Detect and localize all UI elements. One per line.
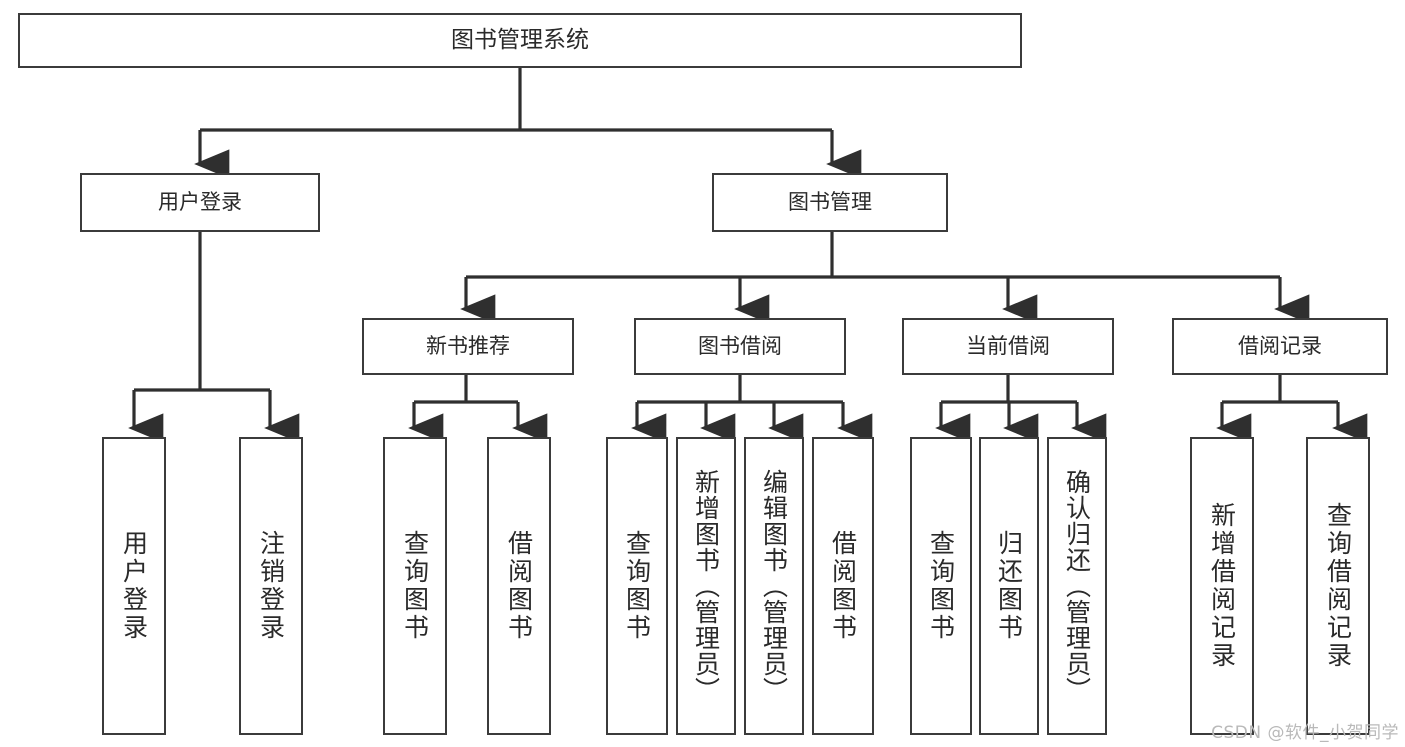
leaf-query-book-recommend[interactable]: 查询图书 bbox=[383, 437, 447, 735]
leaf-borrow-book[interactable]: 借阅图书 bbox=[812, 437, 874, 735]
node-label: 用户登录 bbox=[158, 190, 242, 215]
node-book-management[interactable]: 图书管理 bbox=[712, 173, 948, 232]
node-user-login[interactable]: 用户登录 bbox=[80, 173, 320, 232]
leaf-confirm-return-admin[interactable]: 确认归还（管理员） bbox=[1047, 437, 1107, 735]
node-label: 图书借阅 bbox=[698, 334, 782, 359]
node-book-borrow[interactable]: 图书借阅 bbox=[634, 318, 846, 375]
node-label: 确认归还（管理员） bbox=[1062, 469, 1092, 703]
node-label: 编辑图书（管理员） bbox=[759, 469, 789, 703]
leaf-query-book-borrow[interactable]: 查询图书 bbox=[606, 437, 668, 735]
leaf-user-logout[interactable]: 注销登录 bbox=[239, 437, 303, 735]
node-root-book-management-system[interactable]: 图书管理系统 bbox=[18, 13, 1022, 68]
leaf-borrow-book-recommend[interactable]: 借阅图书 bbox=[487, 437, 551, 735]
leaf-query-book-current[interactable]: 查询图书 bbox=[910, 437, 972, 735]
node-label: 用户登录 bbox=[119, 530, 149, 642]
node-label: 新增图书（管理员） bbox=[691, 469, 721, 703]
node-label: 注销登录 bbox=[256, 530, 286, 642]
node-label: 借阅图书 bbox=[504, 530, 534, 642]
node-label: 归还图书 bbox=[994, 530, 1024, 642]
csdn-watermark: CSDN @软件_小贺同学 bbox=[1211, 723, 1399, 743]
node-label: 借阅记录 bbox=[1238, 334, 1322, 359]
leaf-user-login[interactable]: 用户登录 bbox=[102, 437, 166, 735]
node-label: 查询图书 bbox=[400, 530, 430, 642]
leaf-edit-book-admin[interactable]: 编辑图书（管理员） bbox=[744, 437, 804, 735]
leaf-add-borrow-record[interactable]: 新增借阅记录 bbox=[1190, 437, 1254, 735]
node-current-borrow[interactable]: 当前借阅 bbox=[902, 318, 1114, 375]
node-label: 当前借阅 bbox=[966, 334, 1050, 359]
node-label: 图书管理 bbox=[788, 190, 872, 215]
node-label: 新书推荐 bbox=[426, 334, 510, 359]
node-new-book-recommend[interactable]: 新书推荐 bbox=[362, 318, 574, 375]
node-borrow-record[interactable]: 借阅记录 bbox=[1172, 318, 1388, 375]
leaf-return-book[interactable]: 归还图书 bbox=[979, 437, 1039, 735]
node-label: 查询图书 bbox=[622, 530, 652, 642]
leaf-query-borrow-record[interactable]: 查询借阅记录 bbox=[1306, 437, 1370, 735]
node-label: 查询图书 bbox=[926, 530, 956, 642]
leaf-add-book-admin[interactable]: 新增图书（管理员） bbox=[676, 437, 736, 735]
node-label: 图书管理系统 bbox=[451, 27, 589, 54]
node-label: 新增借阅记录 bbox=[1207, 502, 1237, 670]
node-label: 查询借阅记录 bbox=[1323, 502, 1353, 670]
node-label: 借阅图书 bbox=[828, 530, 858, 642]
